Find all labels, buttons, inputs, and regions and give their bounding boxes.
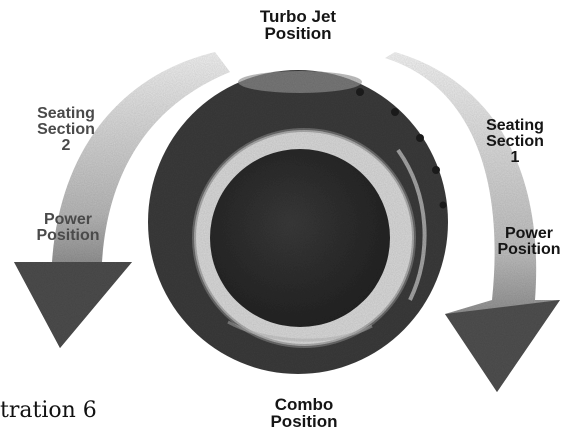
- seating-1-number: 1: [472, 150, 558, 166]
- seating-2-number: 2: [26, 138, 106, 154]
- combo-line2: Position: [254, 413, 354, 430]
- seating-1-line1: Seating: [472, 118, 558, 134]
- left-power-position-label: Power Position: [18, 212, 118, 244]
- dial-center: [210, 149, 390, 327]
- turbo-jet-position-label: Turbo Jet Position: [238, 8, 358, 42]
- dial: [148, 70, 448, 374]
- turbo-jet-line1: Turbo Jet: [238, 8, 358, 25]
- seating-section-2-label: Seating Section 2: [26, 106, 106, 154]
- right-power-position-label: Power Position: [482, 226, 576, 258]
- right-power-line1: Power: [482, 226, 576, 242]
- turbo-jet-line2: Position: [238, 25, 358, 42]
- left-power-line2: Position: [18, 228, 118, 244]
- combo-position-label: Combo Position: [254, 396, 354, 430]
- left-power-line1: Power: [18, 212, 118, 228]
- right-power-line2: Position: [482, 242, 576, 258]
- seating-2-line1: Seating: [26, 106, 106, 122]
- seating-2-line2: Section: [26, 122, 106, 138]
- seating-section-1-label: Seating Section 1: [472, 118, 558, 166]
- illustration-caption: tration 6: [0, 398, 97, 423]
- combo-line1: Combo: [254, 396, 354, 413]
- seating-1-line2: Section: [472, 134, 558, 150]
- dial-top-highlight: [238, 71, 362, 93]
